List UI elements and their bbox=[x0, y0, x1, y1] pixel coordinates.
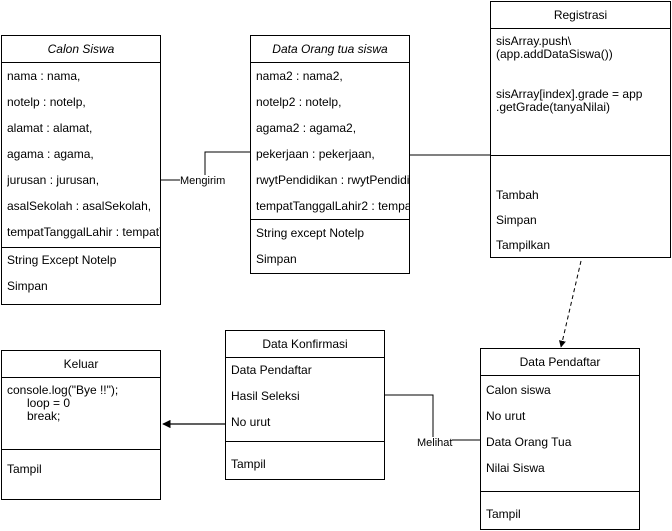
code-line: break; bbox=[7, 409, 61, 423]
method: Simpan bbox=[496, 213, 537, 227]
attribute: rwytPendidikan : rwytPendidikan, bbox=[256, 173, 409, 187]
class-title: Data Pendaftar bbox=[519, 355, 601, 369]
edge-registrasi-pendaftar bbox=[559, 260, 582, 348]
divider bbox=[481, 375, 639, 376]
edge-melihat bbox=[384, 394, 480, 441]
attribute: No urut bbox=[486, 409, 526, 423]
edge-label-mengirim: Mengirim bbox=[180, 175, 226, 188]
class-data-pendaftar[interactable]: Data Pendaftar Calon siswa No urut Data … bbox=[480, 348, 640, 530]
attribute: notelp : notelp, bbox=[7, 95, 86, 109]
attribute: agama : agama, bbox=[7, 147, 94, 161]
divider bbox=[491, 155, 670, 156]
attribute: nama : nama, bbox=[7, 69, 81, 83]
attribute: asalSekolah : asalSekolah, bbox=[7, 199, 152, 213]
divider bbox=[491, 28, 670, 29]
attribute: No urut bbox=[231, 415, 271, 429]
method: Tambah bbox=[496, 188, 539, 202]
code-line: loop = 0 bbox=[7, 396, 71, 410]
class-title: Calon Siswa bbox=[47, 42, 115, 56]
divider bbox=[251, 62, 409, 63]
attribute: nama2 : nama2, bbox=[256, 69, 343, 83]
class-data-konfirmasi[interactable]: Data Konfirmasi Data Pendaftar Hasil Sel… bbox=[225, 330, 385, 480]
attribute: Data Pendaftar bbox=[231, 363, 312, 377]
class-title: Registrasi bbox=[553, 8, 608, 22]
class-data-orang-tua[interactable]: Data Orang tua siswa nama2 : nama2, note… bbox=[250, 35, 410, 274]
method: Tampil bbox=[231, 457, 266, 471]
attribute: Hasil Seleksi bbox=[231, 389, 300, 403]
code-line: sisArray.push\ bbox=[496, 34, 572, 48]
divider bbox=[2, 247, 160, 248]
code-line: sisArray[index].grade = app bbox=[496, 87, 643, 101]
attribute: Data Orang Tua bbox=[486, 435, 572, 449]
class-title: Data Orang tua siswa bbox=[272, 42, 388, 56]
divider bbox=[2, 62, 160, 63]
class-registrasi[interactable]: Registrasi sisArray.push\ (app.addDataSi… bbox=[490, 1, 671, 258]
attribute: agama2 : agama2, bbox=[256, 121, 357, 135]
class-title: Keluar bbox=[63, 357, 99, 371]
code-line: (app.addDataSiswa()) bbox=[496, 47, 613, 61]
class-title: Data Konfirmasi bbox=[262, 337, 348, 351]
code-line: .getGrade(tanyaNilai) bbox=[496, 100, 611, 114]
code-line: console.log("Bye !!"); bbox=[7, 383, 119, 397]
method: Tampil bbox=[486, 507, 521, 521]
method: String except Notelp bbox=[256, 226, 365, 240]
method: Simpan bbox=[256, 252, 297, 266]
attribute: jurusan : jurusan, bbox=[7, 173, 100, 187]
class-calon-siswa[interactable]: Calon Siswa nama : nama, notelp : notelp… bbox=[1, 35, 161, 305]
attribute: tempatTanggalLahir2 : tempatTanggalLahir… bbox=[256, 199, 409, 213]
attribute: Nilai Siswa bbox=[486, 461, 545, 475]
divider bbox=[226, 357, 384, 358]
attribute: tempatTanggalLahir : tempatTanggalLahir bbox=[7, 225, 160, 239]
method: Tampil bbox=[7, 462, 42, 476]
divider bbox=[251, 219, 409, 220]
attribute: alamat : alamat, bbox=[7, 121, 93, 135]
method: String Except Notelp bbox=[7, 253, 117, 267]
edge-label-melihat: Melihat bbox=[417, 437, 453, 450]
divider bbox=[226, 441, 384, 442]
method: Simpan bbox=[7, 279, 48, 293]
method: Tampilkan bbox=[496, 238, 551, 252]
divider bbox=[481, 491, 639, 492]
attribute: notelp2 : notelp, bbox=[256, 95, 342, 109]
class-keluar[interactable]: Keluar console.log("Bye !!"); loop = 0 b… bbox=[1, 350, 161, 500]
attribute: Calon siswa bbox=[486, 383, 551, 397]
divider bbox=[2, 449, 160, 450]
divider bbox=[2, 377, 160, 378]
attribute: pekerjaan : pekerjaan, bbox=[256, 147, 375, 161]
